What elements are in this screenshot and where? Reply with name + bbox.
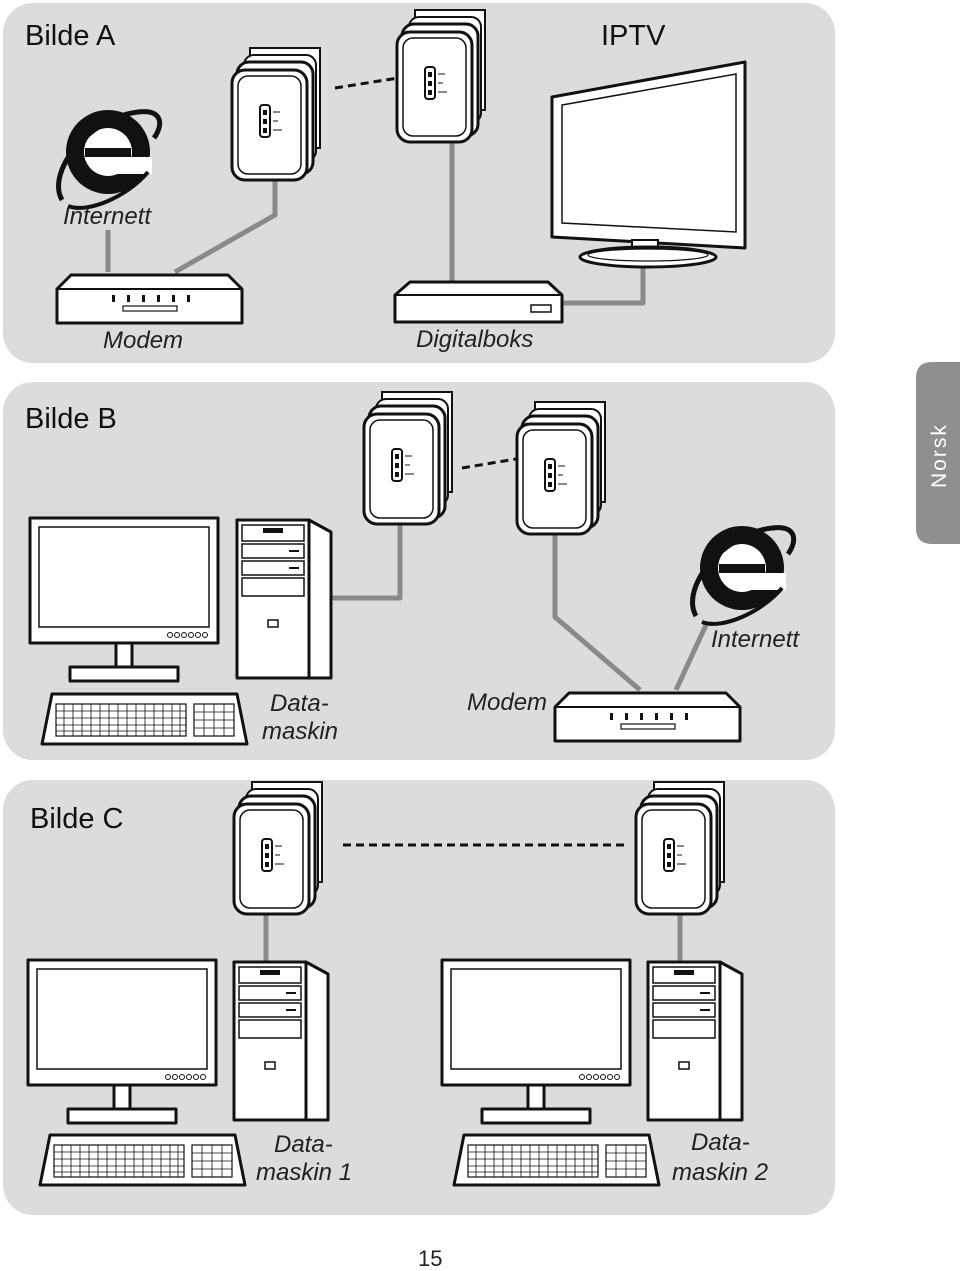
cable-modem-to-internet: [673, 623, 709, 692]
powerline-adapter-icon: [634, 780, 726, 916]
modem-label: Modem: [467, 689, 547, 716]
powerline-adapter-icon: [515, 400, 607, 536]
powerline-link-a: [334, 76, 399, 90]
modem-label: Modem: [103, 327, 183, 354]
powerline-adapter-icon: [230, 46, 322, 182]
computer-tower-icon: [646, 960, 744, 1122]
modem-icon: [55, 273, 244, 325]
language-tab-label: Norsk: [928, 423, 951, 488]
powerline-link-b: [461, 456, 523, 470]
computer2-label-line1: Data-: [691, 1129, 750, 1156]
internet-label: Internett: [711, 626, 800, 653]
keyboard-icon: [38, 1133, 247, 1187]
cable-adapter-to-modem: [552, 535, 642, 692]
computer1-label-line1: Data-: [274, 1131, 333, 1158]
computer1-label-line2: maskin 1: [256, 1159, 352, 1186]
computer-label-line2: maskin: [262, 718, 338, 745]
panel-b-title: Bilde B: [25, 403, 117, 435]
panel-a-title: Bilde A: [25, 20, 116, 52]
cable-adapter-to-modem: [173, 175, 278, 275]
keyboard-icon: [452, 1133, 661, 1187]
page-number: 15: [418, 1246, 442, 1271]
language-tab: [916, 362, 960, 544]
settop-label: Digitalboks: [416, 326, 533, 353]
cable-computer-to-adapter: [330, 525, 403, 601]
settop-box-icon: [393, 280, 564, 324]
panel-a-subtitle: IPTV: [601, 20, 666, 52]
internet-label: Internett: [63, 203, 152, 230]
computer-tower-icon: [232, 960, 330, 1122]
panel-b-background: [3, 382, 835, 760]
tv-icon: [550, 60, 747, 269]
computer-label-line1: Data-: [270, 690, 329, 717]
panel-c-title: Bilde C: [30, 803, 124, 835]
powerline-adapter-icon: [362, 390, 454, 526]
modem-icon: [553, 691, 742, 743]
powerline-adapter-icon: [232, 780, 324, 916]
powerline-adapter-icon: [395, 8, 487, 144]
keyboard-icon: [40, 692, 249, 746]
computer-tower-icon: [235, 518, 333, 680]
panel-c-background: [3, 780, 835, 1215]
computer2-label-line2: maskin 2: [672, 1159, 768, 1186]
cable-settop-to-tv: [560, 258, 646, 306]
